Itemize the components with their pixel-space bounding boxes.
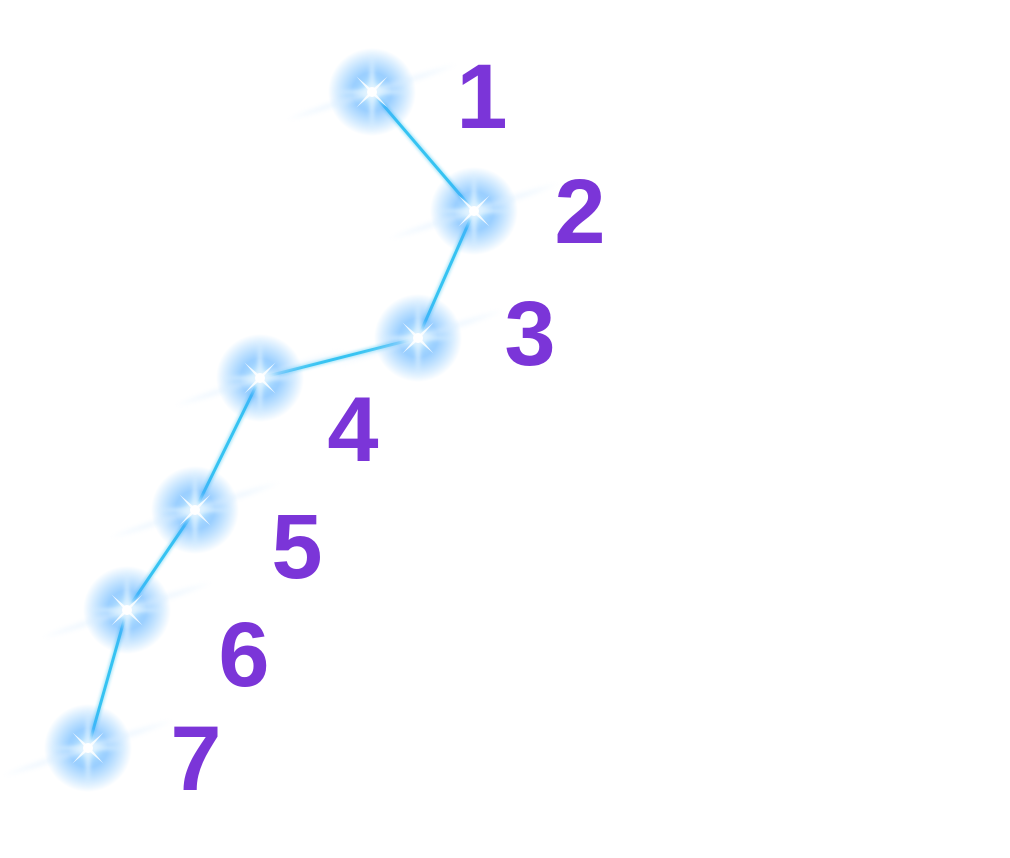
star-markers [2, 48, 560, 792]
star-label-2: 2 [554, 161, 605, 263]
sparkle-star-icon [41, 566, 213, 654]
sparkle-star-icon [332, 294, 504, 382]
star-label-3: 3 [504, 283, 555, 385]
sparkle-star-icon [174, 334, 346, 422]
star-label-4: 4 [327, 379, 378, 481]
sparkle-star-icon [2, 704, 174, 792]
sparkle-star-icon [109, 466, 281, 554]
sparkle-star-icon [388, 167, 560, 255]
star-label-7: 7 [170, 708, 221, 810]
star-label-6: 6 [218, 604, 269, 706]
sparkle-star-icon [286, 48, 458, 136]
star-label-5: 5 [271, 496, 322, 598]
star-label-1: 1 [456, 46, 507, 148]
